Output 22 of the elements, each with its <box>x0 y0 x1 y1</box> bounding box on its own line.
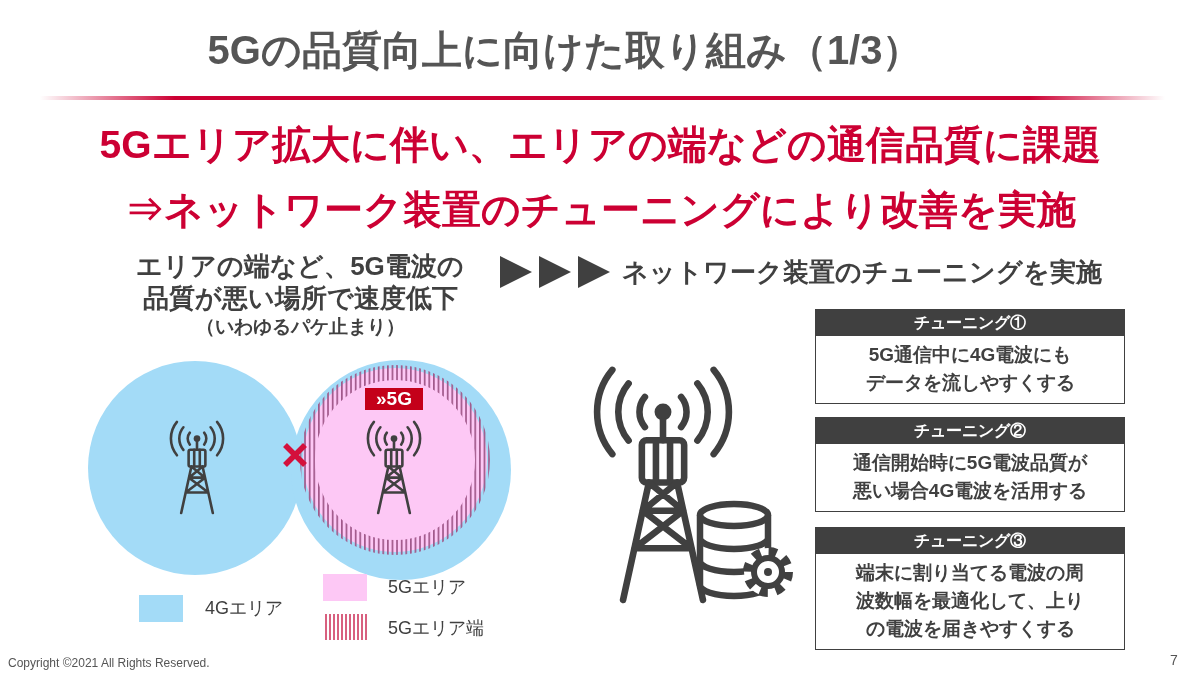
page-number: 7 <box>1170 651 1178 669</box>
card-text: 通信開始時に5G電波品質が悪い場合4G電波を活用する <box>851 451 1089 503</box>
section-heading: ネットワーク装置のチューニングを実施 <box>622 256 1102 288</box>
copyright-notice: Copyright ©2021 All Rights Reserved. <box>8 655 210 671</box>
note-text: （いわゆるパケ止まり） <box>195 315 405 339</box>
card-header: チューニング① <box>816 310 1124 336</box>
tuning-card <box>815 527 1125 650</box>
legend-label: 4Gエリア <box>205 597 283 619</box>
card-text: 5G通信中に4G電波にもデータを流しやすくする <box>864 343 1076 395</box>
network-badge: »5G <box>365 388 423 410</box>
headline-text: 5Gエリア拡大に伴い、エリアの端などの通信品質に課題 <box>99 122 1101 168</box>
section-heading: エリアの端など、5G電波の品質が悪い場所で速度低下 <box>135 250 465 314</box>
headline-text: ⇒ネットワーク装置のチューニングにより改善を実施 <box>124 187 1076 233</box>
arrow <box>500 256 610 288</box>
card-header: チューニング③ <box>816 528 1124 554</box>
legend-label: 5Gエリア <box>388 576 466 598</box>
tuning-card <box>815 309 1125 404</box>
card-header: チューニング② <box>816 418 1124 444</box>
slide-title: 5Gの品質向上に向けた取り組み（1/3） <box>207 27 923 74</box>
card-text: 端末に割り当てる電波の周波数幅を最適化して、上りの電波を届きやすくする <box>854 561 1085 641</box>
tuning-card <box>815 417 1125 512</box>
legend-label: 5Gエリア端 <box>388 617 484 639</box>
